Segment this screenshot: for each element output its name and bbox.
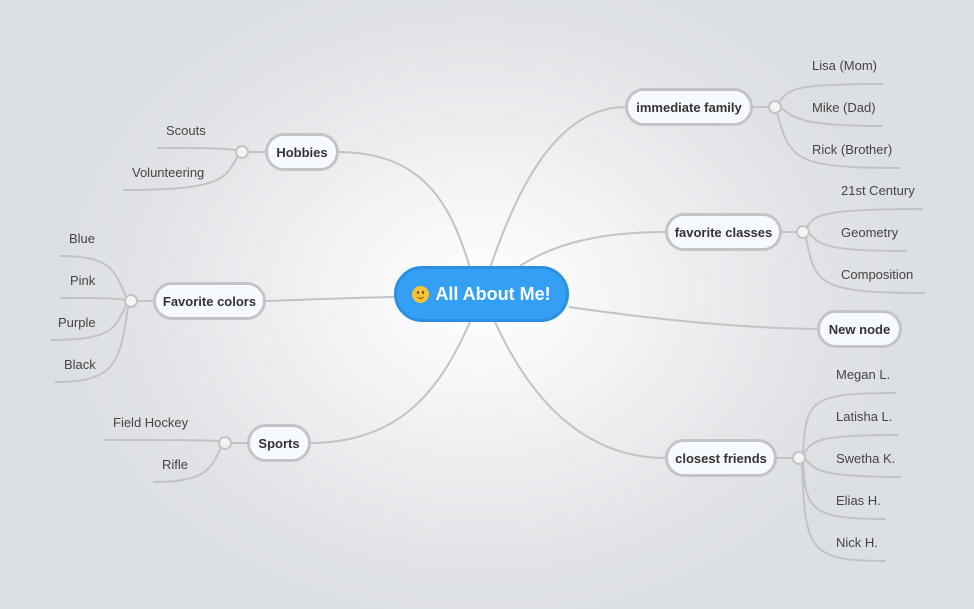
leaf-megan-l[interactable]: Megan L. (836, 367, 891, 382)
leaf-rick-brother[interactable]: Rick (Brother) (812, 142, 893, 157)
branch-immediate-family[interactable]: immediate family (625, 88, 753, 126)
smiley-face-icon (412, 285, 430, 303)
leaf-black[interactable]: Black (64, 357, 96, 372)
leaf-mike-dad[interactable]: Mike (Dad) (812, 100, 876, 115)
leaf-volunteering[interactable]: Volunteering (132, 165, 205, 180)
leaf-pink[interactable]: Pink (70, 273, 96, 288)
leaf-elias-h[interactable]: Elias H. (836, 493, 881, 508)
leaf-swetha-k[interactable]: Swetha K. (836, 451, 896, 466)
leaf-composition[interactable]: Composition (841, 267, 914, 282)
leaf-latisha-l[interactable]: Latisha L. (836, 409, 893, 424)
branch-closest-friends[interactable]: closest friends (665, 439, 777, 477)
leaf-lisa-mom[interactable]: Lisa (Mom) (812, 58, 878, 73)
central-topic[interactable]: All About Me! (394, 266, 569, 322)
leaf-21st-century[interactable]: 21st Century (841, 183, 915, 198)
central-topic-label: All About Me! (435, 283, 551, 304)
leaf-purple[interactable]: Purple (58, 315, 96, 330)
branch-new-node[interactable]: New node (817, 310, 902, 348)
branch-favorite-colors[interactable]: Favorite colors (153, 282, 266, 320)
leaf-field-hockey[interactable]: Field Hockey (113, 415, 189, 430)
leaf-scouts[interactable]: Scouts (166, 123, 206, 138)
leaf-blue[interactable]: Blue (69, 231, 96, 246)
leaf-nick-h[interactable]: Nick H. (836, 535, 878, 550)
leaf-rifle[interactable]: Rifle (162, 457, 189, 472)
leaf-geometry[interactable]: Geometry (841, 225, 899, 240)
branch-hobbies[interactable]: Hobbies (265, 133, 339, 171)
branch-sports[interactable]: Sports (247, 424, 311, 462)
branch-favorite-classes[interactable]: favorite classes (665, 213, 782, 251)
